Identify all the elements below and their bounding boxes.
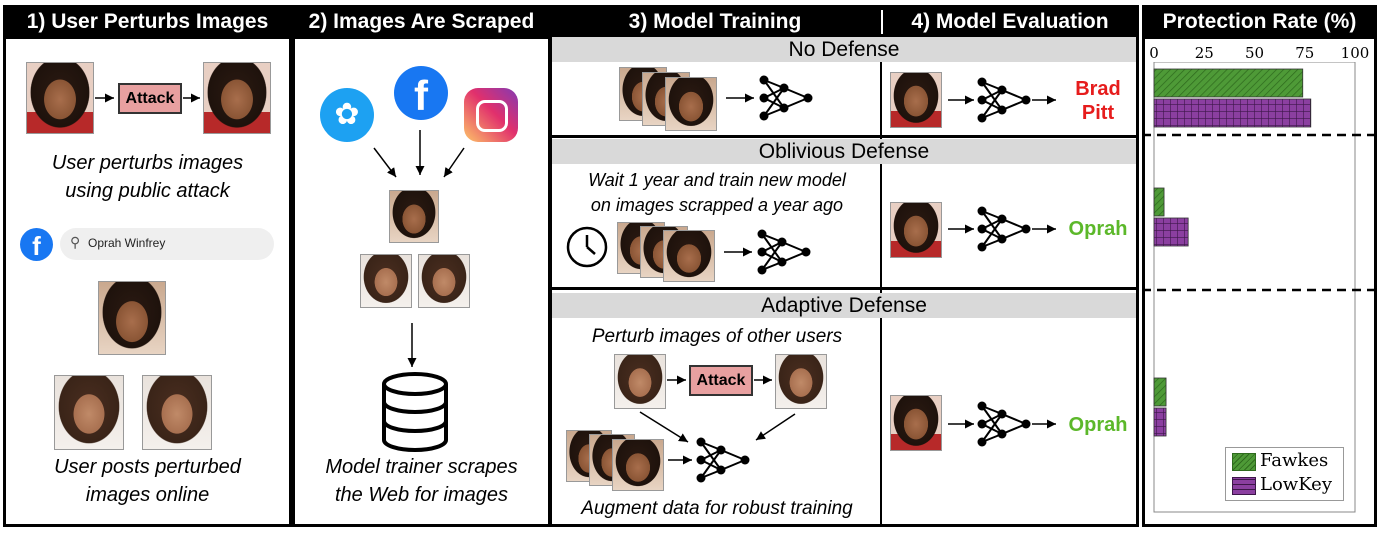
twitter-logo: ✿: [320, 88, 374, 142]
bar-lowkey-0: [1153, 98, 1312, 128]
protection-rate-chart: [1142, 62, 1377, 513]
plot-frame: [1153, 62, 1356, 513]
x-tick-label: 75: [1295, 44, 1315, 62]
search-input-text: Oprah Winfrey: [88, 236, 166, 250]
x-tick-label: 25: [1194, 44, 1214, 62]
bar-fawkes-0: [1153, 68, 1304, 98]
perturbed-face-image: [203, 62, 271, 134]
posted-face-1: [98, 281, 166, 355]
instagram-logo: [464, 88, 518, 142]
caption-scrapes-2: the Web for images: [334, 484, 509, 506]
caption-posts-1: User posts perturbed: [54, 456, 241, 478]
caption-perturbs-2: using public attack: [65, 180, 230, 202]
facebook-logo: f: [394, 66, 448, 120]
posted-face-2: [54, 375, 124, 450]
bar-fawkes-1: [1153, 187, 1165, 217]
oblivious-text-1: Wait 1 year and train new model: [588, 170, 846, 190]
legend-swatch-fawkes: [1232, 453, 1256, 471]
section-header-4: 4) Model Evaluation: [881, 5, 1139, 39]
adaptive-defense-title: Adaptive Defense: [552, 293, 1136, 318]
section-header-5: Protection Rate (%): [1142, 5, 1377, 39]
oblivious-defense-title: Oblivious Defense: [552, 139, 1136, 164]
scraped-face-1: [389, 190, 439, 243]
legend-label-fawkes: Fawkes: [1260, 450, 1329, 471]
search-bar[interactable]: ⚲ Oprah Winfrey: [60, 228, 274, 260]
chart-legend: Fawkes LowKey: [1225, 447, 1344, 501]
eval-face-adaptive: [890, 395, 942, 451]
section-header-2: 2) Images Are Scraped: [292, 5, 551, 39]
adaptive-attack-box: Attack: [689, 365, 753, 396]
search-icon: ⚲: [70, 234, 81, 250]
facebook-logo-small: f: [20, 228, 53, 261]
x-tick-label: 100: [1340, 44, 1370, 62]
result-brad-pitt-2: Pitt: [1081, 102, 1115, 124]
row-divider-2: [549, 287, 1139, 290]
legend-swatch-lowkey: [1232, 477, 1256, 495]
attack-box: Attack: [118, 83, 182, 114]
training-flow-graphics: [95, 75, 1056, 483]
net-adaptive-eval: [977, 401, 1031, 447]
scraped-face-3: [418, 254, 470, 308]
clock-icon: [566, 226, 608, 268]
x-tick-label: 50: [1244, 44, 1265, 62]
other-user-perturbed-face: [775, 354, 827, 409]
result-oprah-adaptive: Oprah: [1068, 414, 1128, 436]
oblivious-text-2: on images scrapped a year ago: [590, 195, 844, 215]
result-brad-pitt-1: Brad: [1075, 78, 1121, 100]
original-face-image: [26, 62, 94, 134]
bar-lowkey-2: [1153, 407, 1167, 437]
header-divider: [881, 10, 883, 34]
facebook-letter-small: f: [32, 231, 41, 261]
section-header-3: 3) Model Training: [549, 5, 881, 39]
eval-face-no-defense: [890, 72, 942, 128]
x-tick-label: 0: [1149, 44, 1159, 62]
bar-fawkes-2: [1153, 377, 1167, 407]
bar-lowkey-1: [1153, 217, 1189, 247]
result-oprah-oblivious: Oprah: [1068, 218, 1128, 240]
net-no-defense-eval: [977, 77, 1031, 123]
database-icon: [382, 372, 448, 452]
net-adaptive-train: [696, 437, 750, 483]
section-header-1: 1) User Perturbs Images: [3, 5, 292, 39]
adaptive-stack-face-3: [612, 439, 664, 491]
other-user-face: [614, 354, 666, 409]
no-defense-title: No Defense: [552, 37, 1136, 62]
eval-face-oblivious: [890, 202, 942, 258]
oblivious-stack-face-3: [663, 230, 715, 282]
instagram-lens-icon: [476, 100, 508, 132]
net-oblivious-train: [757, 229, 811, 275]
net-oblivious-eval: [977, 206, 1031, 252]
adaptive-text-bottom: Augment data for robust training: [581, 498, 853, 519]
net-no-defense-train: [759, 75, 813, 121]
posted-face-3: [142, 375, 212, 450]
train-stack-face-3: [665, 77, 717, 131]
legend-label-lowkey: LowKey: [1260, 474, 1332, 495]
row-divider-1: [549, 135, 1139, 138]
adaptive-text-top: Perturb images of other users: [591, 326, 843, 347]
caption-posts-2: images online: [85, 484, 210, 506]
scraped-face-2: [360, 254, 412, 308]
caption-scrapes-1: Model trainer scrapes: [325, 456, 518, 478]
caption-perturbs-1: User perturbs images: [51, 152, 244, 174]
scrape-arrows: [373, 130, 465, 367]
